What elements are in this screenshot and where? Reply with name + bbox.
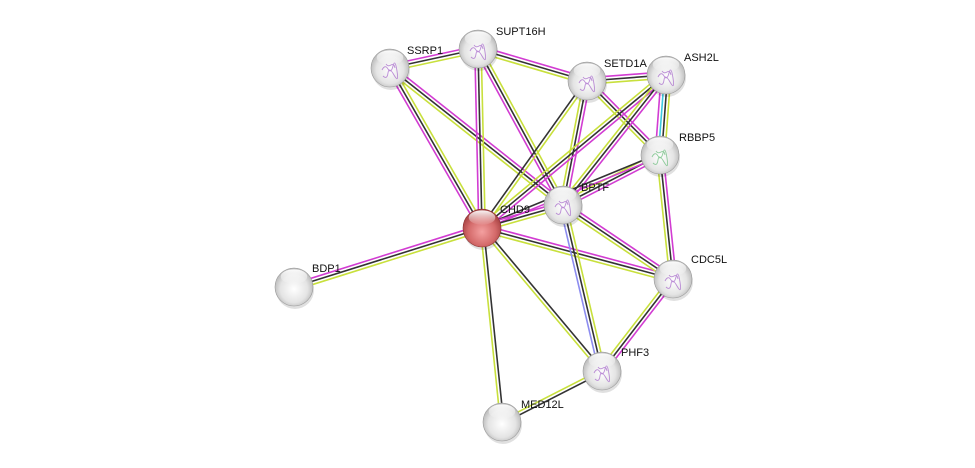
edge-evidence-black	[562, 204, 674, 280]
edge-evidence-black	[477, 48, 564, 206]
edge-evidence-black	[481, 74, 667, 229]
edge-rbbp5-cdc5l[interactable]	[656, 154, 677, 280]
edge-evidence-magenta	[474, 49, 480, 229]
node-rbbp5[interactable]: RBBP5	[640, 132, 715, 177]
node-label: SUPT16H	[496, 26, 546, 38]
edge-evidence-magenta	[292, 224, 482, 285]
edge-evidence-black	[562, 74, 667, 206]
edge-evidence-yellow	[656, 155, 671, 280]
node-chd9[interactable]: CHD9	[462, 204, 530, 250]
node-phf3[interactable]: PHF3	[582, 347, 649, 393]
edge-evidence-yellow	[482, 81, 589, 230]
edge-evidence-yellow	[480, 48, 486, 228]
protein-structure-icon	[657, 69, 675, 87]
node-gloss	[652, 57, 680, 72]
edge-evidence-magenta	[483, 76, 669, 232]
node-supt16h[interactable]: SUPT16H	[458, 26, 546, 71]
node-gloss	[646, 137, 674, 152]
node-label: RBBP5	[679, 132, 715, 144]
node-setd1a[interactable]: SETD1A	[567, 58, 647, 103]
node-label: ASH2L	[684, 52, 719, 64]
edge-evidence-yellow	[479, 71, 665, 227]
node-gloss	[549, 187, 577, 202]
edge-evidence-black	[389, 67, 483, 229]
edge-supt16h-bptf[interactable]	[474, 47, 567, 207]
edge-evidence-magenta	[564, 201, 676, 278]
node-label: PHF3	[621, 347, 649, 359]
edge-evidence-yellow	[480, 47, 567, 204]
edge-evidence-magenta	[662, 154, 677, 279]
node-gloss	[488, 404, 516, 419]
node-label: SSRP1	[407, 45, 443, 57]
edge-evidence-yellow	[392, 66, 486, 227]
edge-evidence-yellow	[479, 228, 502, 423]
node-ash2l[interactable]: ASH2L	[646, 52, 719, 97]
protein-structure-icon	[664, 273, 682, 291]
node-gloss	[376, 50, 404, 65]
edge-evidence-yellow	[559, 72, 665, 204]
node-gloss	[573, 63, 601, 78]
node-cdc5l[interactable]: CDC5L	[653, 254, 727, 301]
protein-structure-icon	[469, 43, 487, 61]
edge-evidence-blue	[559, 205, 600, 372]
edge-evidence-magenta	[474, 50, 561, 207]
node-label: BPTF	[581, 182, 609, 194]
protein-structure-icon	[381, 62, 399, 80]
edge-evidence-black	[477, 48, 483, 229]
edge-evidence-black	[480, 79, 587, 228]
edge-evidence-magenta	[386, 69, 480, 230]
node-bptf[interactable]: BPTF	[543, 182, 609, 227]
edge-evidence-yellow	[480, 230, 673, 283]
edge-setd1a-chd9[interactable]	[480, 79, 589, 230]
node-gloss	[588, 353, 616, 368]
edge-chd9-bdp1[interactable]	[292, 224, 484, 291]
edge-evidence-yellow	[387, 69, 562, 209]
node-label: BDP1	[312, 263, 341, 275]
protein-structure-icon	[578, 75, 596, 93]
node-gloss	[280, 269, 308, 284]
node-label: SETD1A	[604, 58, 647, 70]
edge-ssrp1-chd9[interactable]	[386, 66, 486, 230]
edge-evidence-black	[293, 227, 483, 288]
node-ssrp1[interactable]: SSRP1	[370, 45, 443, 90]
edge-evidence-yellow	[565, 204, 606, 371]
protein-structure-icon	[651, 149, 669, 167]
edge-bptf-phf3[interactable]	[559, 204, 606, 372]
edge-evidence-yellow	[559, 80, 585, 205]
edge-evidence-black	[562, 80, 588, 206]
edge-evidence-black	[659, 154, 674, 280]
edge-bptf-cdc5l[interactable]	[560, 201, 676, 283]
protein-structure-icon	[593, 365, 611, 383]
edge-evidence-yellow	[294, 230, 484, 291]
edge-evidence-yellow	[598, 276, 672, 370]
edge-supt16h-chd9[interactable]	[474, 48, 486, 229]
edge-evidence-magenta	[482, 224, 675, 277]
node-gloss	[464, 31, 492, 46]
node-med12l[interactable]: MED12L	[482, 399, 564, 444]
edge-evidence-yellow	[560, 206, 672, 283]
edge-evidence-magenta	[603, 280, 677, 374]
node-label: MED12L	[521, 399, 564, 411]
node-gloss	[468, 210, 496, 225]
edge-evidence-black	[482, 227, 505, 422]
edge-ash2l-chd9[interactable]	[479, 71, 669, 232]
node-label: CDC5L	[691, 254, 727, 266]
edge-evidence-black	[562, 204, 603, 372]
edge-evidence-black	[482, 226, 604, 371]
edge-cdc5l-phf3[interactable]	[598, 276, 677, 374]
protein-structure-icon	[554, 199, 572, 217]
node-label: CHD9	[500, 204, 530, 216]
node-gloss	[659, 261, 687, 276]
edge-evidence-yellow	[480, 228, 602, 373]
edge-chd9-phf3[interactable]	[480, 226, 604, 373]
edge-evidence-black	[601, 278, 674, 372]
edge-chd9-med12l[interactable]	[479, 227, 505, 423]
node-bdp1[interactable]: BDP1	[274, 263, 341, 309]
